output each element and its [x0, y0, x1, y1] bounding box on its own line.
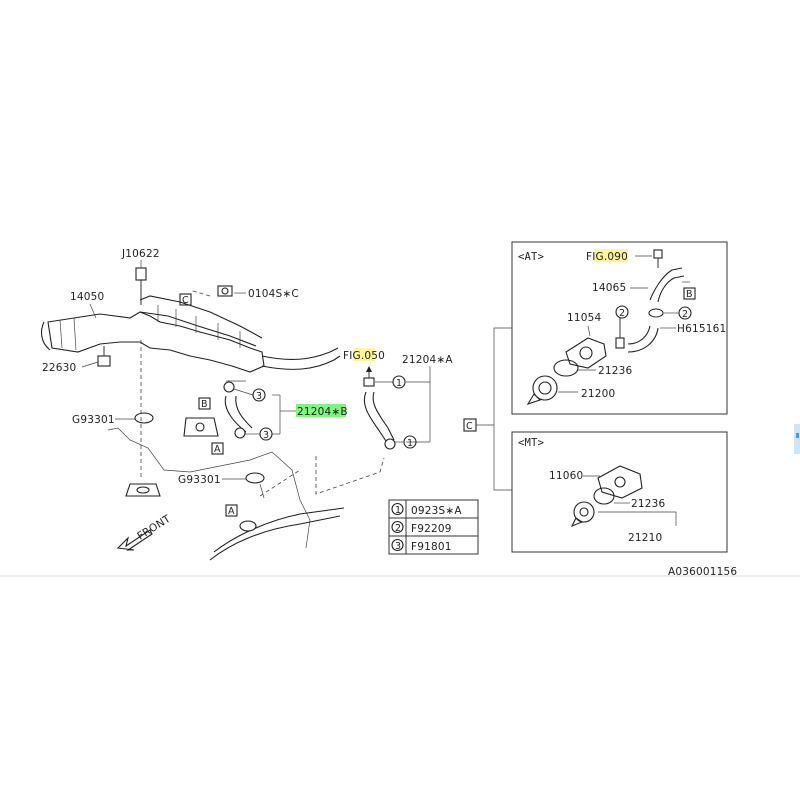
edge-tab-marker	[796, 433, 799, 438]
svg-text:B: B	[686, 289, 693, 300]
callout-number-1b: 1	[403, 435, 417, 449]
edge-tab	[794, 424, 800, 454]
ref-box-b: B	[198, 397, 211, 410]
svg-text:C: C	[182, 295, 189, 306]
water-pipe-assembly	[40, 267, 385, 561]
part-label-14050: 14050	[70, 291, 104, 303]
svg-text:1: 1	[396, 378, 402, 389]
at-ref-box-b: B	[683, 287, 696, 300]
fig-090-reference: FIG.090	[586, 251, 628, 263]
at-panel-title: <AT>	[518, 251, 544, 263]
at-callout-2b: 2	[678, 306, 692, 320]
ref-box-a2: A	[225, 504, 238, 517]
legend-num-2: 2	[395, 523, 401, 534]
mt-panel-title: <MT>	[518, 437, 544, 449]
svg-text:A: A	[228, 506, 235, 517]
ref-box-c-connector: C	[463, 327, 512, 491]
part-label-21204a: 21204∗A	[402, 354, 453, 366]
at-variant-panel: <AT> FIG.090 14065 B 2 2 11054	[511, 241, 728, 415]
callout-number-3a: 3	[252, 388, 266, 402]
mt-variant-panel: <MT> 11060 21236 21210	[511, 431, 728, 553]
ref-box-a1: A	[211, 442, 224, 455]
callout-number-1: 1	[392, 375, 406, 389]
part-label-g93301-bottom: G93301	[178, 474, 221, 486]
ref-box-c-upper: C	[179, 293, 192, 306]
legend-num-3: 3	[395, 541, 401, 552]
svg-text:2: 2	[682, 309, 688, 320]
legend-part-1: 0923S∗A	[411, 505, 462, 517]
front-arrow-icon	[116, 529, 153, 551]
fastener-legend-table: 1 2 3 0923S∗A F92209 F91801	[388, 499, 479, 555]
part-label-21204b: 21204∗B	[297, 406, 348, 418]
svg-text:B: B	[201, 399, 208, 410]
at-part-label-21200: 21200	[581, 388, 615, 400]
part-label-g93301-top: G93301	[72, 414, 115, 426]
mt-part-label-11060: 11060	[549, 470, 583, 482]
hose-21204a	[363, 366, 396, 450]
part-label-11054: 11054	[567, 312, 602, 324]
mt-part-label-21236: 21236	[631, 498, 666, 510]
legend-part-3: F91801	[411, 541, 452, 553]
part-label-22630: 22630	[42, 362, 76, 374]
mt-part-label-21210: 21210	[628, 532, 662, 544]
svg-text:3: 3	[263, 430, 269, 441]
svg-text:3: 3	[256, 391, 262, 402]
diagram-id: A036001156	[668, 566, 737, 578]
at-callout-2a: 2	[615, 305, 629, 319]
svg-text:C: C	[466, 421, 473, 432]
part-label-j10622: J10622	[121, 248, 160, 260]
part-label-0104s: 0104S∗C	[248, 288, 299, 300]
legend-part-2: F92209	[411, 523, 452, 535]
svg-text:A: A	[214, 444, 221, 455]
at-part-label-21236: 21236	[598, 365, 633, 377]
callout-number-3b: 3	[259, 427, 273, 441]
svg-text:1: 1	[407, 438, 413, 449]
fig-050-reference: FIG.050	[343, 350, 385, 362]
legend-num-1: 1	[395, 505, 401, 516]
front-label: FRONT	[135, 513, 173, 543]
part-label-h615161: H615161	[677, 323, 726, 335]
svg-text:2: 2	[619, 308, 625, 319]
part-label-14065: 14065	[592, 282, 626, 294]
